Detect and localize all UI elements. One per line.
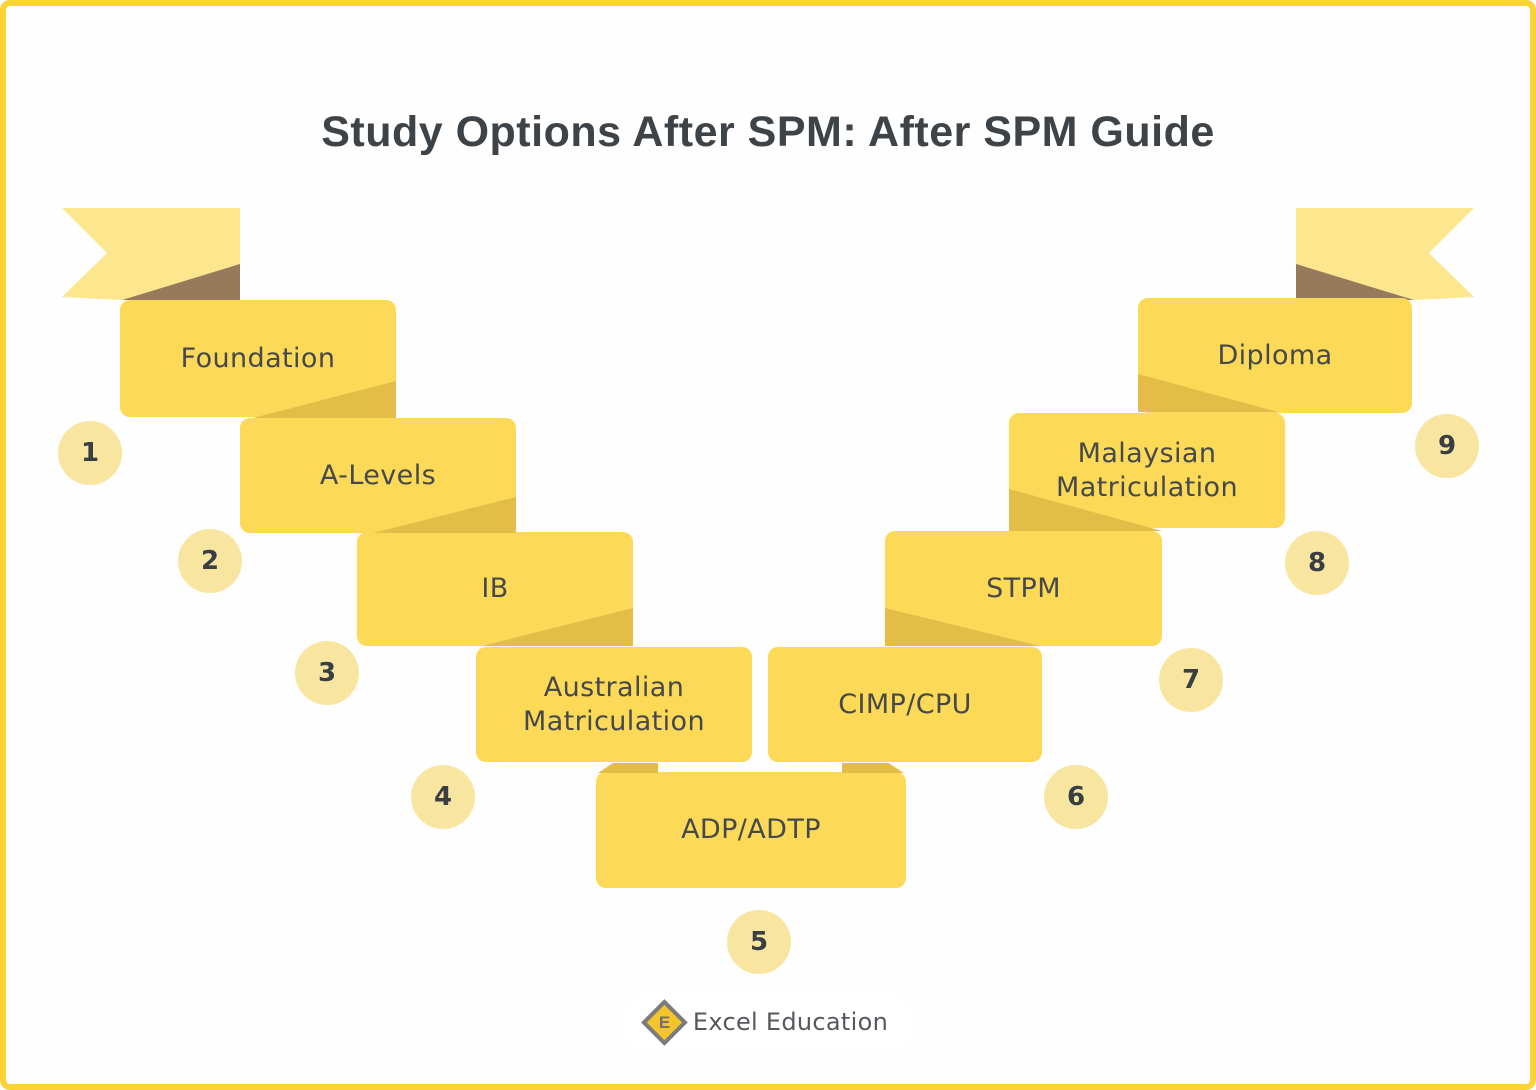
step-box-adp-adtp: ADP/ADTP [596, 772, 906, 888]
step-box-cimp-cpu: CIMP/CPU [768, 647, 1042, 762]
step-label: CIMP/CPU [838, 688, 972, 720]
step-number-badge-2: 2 [178, 529, 242, 593]
step-box-foundation: Foundation [120, 300, 396, 417]
logo-inner-square: E [646, 1004, 683, 1040]
step-box-australian-matriculation: Australian Matriculation [476, 647, 752, 762]
step-number-badge-5: 5 [727, 910, 791, 974]
step-box-stpm: STPM [885, 531, 1162, 646]
ribbon-fold-connector [598, 763, 658, 773]
step-number-badge-9: 9 [1415, 414, 1479, 478]
ribbon-fold-connector [842, 763, 904, 773]
step-label: Australian Matriculation [523, 671, 705, 737]
step-label: A-Levels [319, 459, 437, 491]
step-number-badge-4: 4 [411, 765, 475, 829]
brand-name: Excel Education [692, 1008, 889, 1036]
page-title: Study Options After SPM: After SPM Guide [321, 108, 1215, 156]
step-number-badge-6: 6 [1044, 765, 1108, 829]
step-label: Diploma [1217, 339, 1333, 371]
step-label: STPM [986, 572, 1061, 604]
step-label: ADP/ADTP [681, 814, 821, 846]
brand-footer: E Excel Education [621, 992, 915, 1052]
step-label: Malaysian Matriculation [1056, 437, 1238, 503]
logo-e-glyph: E [658, 1012, 671, 1032]
step-number-badge-7: 7 [1159, 648, 1223, 712]
excel-education-logo-icon: E [641, 998, 688, 1046]
step-number-badge-8: 8 [1285, 531, 1349, 595]
step-label: Foundation [180, 342, 336, 374]
step-label: IB [481, 573, 509, 605]
step-number-badge-1: 1 [58, 421, 122, 485]
step-number-badge-3: 3 [295, 641, 359, 705]
